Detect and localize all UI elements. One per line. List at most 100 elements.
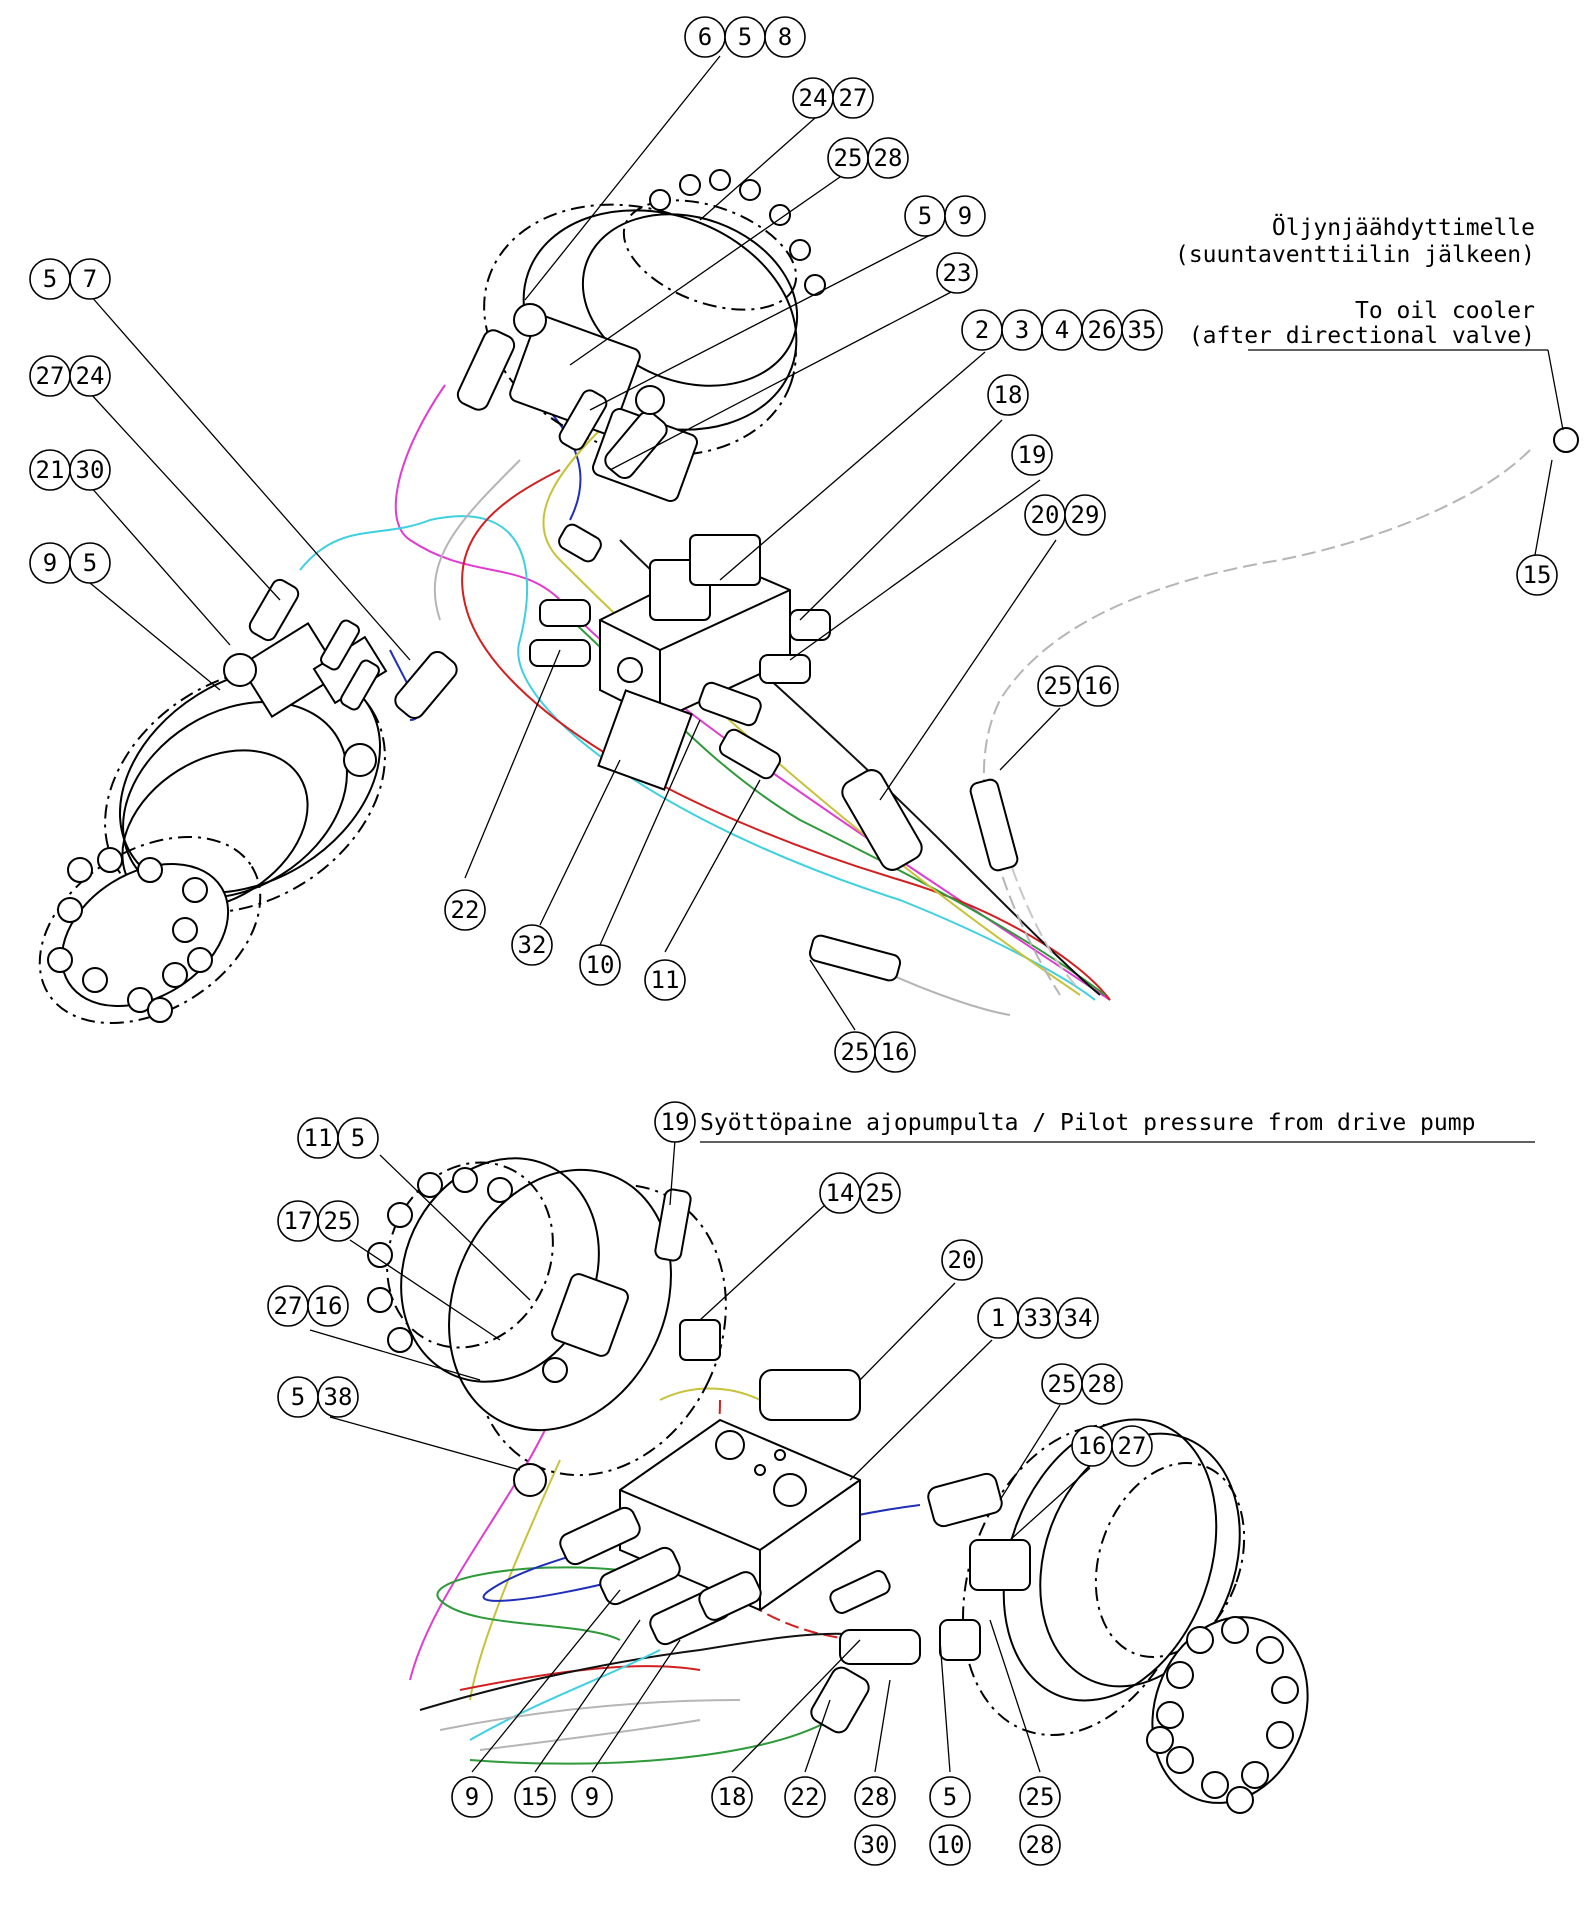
- balloon-number: 16: [314, 1292, 343, 1320]
- balloon-circle: [929, 1824, 971, 1866]
- balloon-number: 5: [83, 549, 97, 577]
- studs-upper: [649, 169, 826, 296]
- balloon-number: 25: [834, 144, 863, 172]
- balloon-number: 5: [918, 202, 932, 230]
- balloon-circle: [317, 1376, 359, 1418]
- hose-gray-bottom: [439, 1699, 741, 1751]
- balloon-circle: [69, 258, 111, 300]
- balloon-number: 25: [866, 1179, 895, 1207]
- hose-cyan-top: [299, 515, 1096, 1001]
- balloons_bottom-balloon-group: 5: [929, 1776, 971, 1818]
- motor-right-bottom: [810, 1418, 1309, 1814]
- balloons_bottom-balloon-group: 10: [929, 1824, 971, 1866]
- balloon-number: 25: [841, 1038, 870, 1066]
- balloon-number: 20: [948, 1246, 977, 1274]
- balloon-number: 29: [1071, 501, 1100, 529]
- balloons_bottom-balloon-group: 18: [711, 1776, 753, 1818]
- balloon-number: 30: [861, 1831, 890, 1859]
- balloon-circle: [854, 1776, 896, 1818]
- balloon-circle: [654, 1101, 696, 1143]
- balloon-number: 17: [284, 1207, 313, 1235]
- balloon-circle: [987, 374, 1029, 416]
- balloon-circle: [874, 1031, 916, 1073]
- balloon-number: 19: [1018, 441, 1047, 469]
- note-pilot-pressure: Syöttöpaine ajopumpulta / Pilot pressure…: [700, 1110, 1475, 1136]
- balloon-circle: [941, 1239, 983, 1281]
- balloon-number: 34: [1064, 1304, 1093, 1332]
- balloon-number: 25: [324, 1207, 353, 1235]
- balloon-number: 5: [351, 1124, 365, 1152]
- balloon-circle: [867, 137, 909, 179]
- balloon-number: 15: [1523, 561, 1552, 589]
- balloon-number: 10: [586, 951, 615, 979]
- motor-left-bottom: [367, 1157, 727, 1497]
- motor-upper-top: [456, 169, 826, 503]
- balloon-number: 4: [1055, 316, 1069, 344]
- balloon-circle: [511, 924, 553, 966]
- wheel-nuts-right: [1146, 1616, 1299, 1814]
- note-cooler-en-1: To oil cooler: [1355, 298, 1535, 324]
- balloon-number: 15: [521, 1783, 550, 1811]
- balloon-number: 25: [1048, 1370, 1077, 1398]
- hose-cyan-bottom: [469, 1649, 661, 1741]
- balloon-circle: [936, 252, 978, 294]
- balloon-number: 11: [651, 966, 680, 994]
- studs-bottom-left: [367, 1167, 513, 1353]
- balloons_top-balloon-group: 18: [987, 374, 1029, 416]
- balloons_bottom-balloon-group: 20: [941, 1239, 983, 1281]
- balloon-circle: [444, 889, 486, 931]
- balloons_bottom-balloon-group: 28: [854, 1776, 896, 1818]
- balloon-number: 2: [975, 316, 989, 344]
- balloon-circle: [764, 16, 806, 58]
- balloon-number: 11: [304, 1124, 333, 1152]
- balloon-circle: [859, 1172, 901, 1214]
- valve-block-upper: [456, 303, 699, 503]
- valve-block-left: [223, 578, 458, 777]
- balloon-circle: [1019, 1824, 1061, 1866]
- balloon-circle: [929, 1776, 971, 1818]
- balloon-circle: [1064, 494, 1106, 536]
- note-cooler-en-2: (after directional valve): [1189, 323, 1535, 349]
- balloon-number: 28: [1026, 1831, 1055, 1859]
- valve-block-bottom: [559, 1369, 891, 1646]
- balloon-circle: [784, 1776, 826, 1818]
- notes: Öljynjäähdyttimelle (suuntaventtiilin jä…: [700, 213, 1535, 1136]
- hose-black-bottom: [419, 1632, 861, 1711]
- balloon-circle: [307, 1285, 349, 1327]
- balloons_top-balloon-group: 22: [444, 889, 486, 931]
- balloons_top-balloon-group: 32: [511, 924, 553, 966]
- balloon-number: 27: [274, 1292, 303, 1320]
- balloon-circle: [69, 355, 111, 397]
- balloon-number: 28: [861, 1783, 890, 1811]
- balloon-number: 5: [943, 1783, 957, 1811]
- balloon-circle: [514, 1776, 556, 1818]
- balloon-number: 22: [451, 896, 480, 924]
- balloons_bottom-balloon-group: 27 16: [267, 1285, 349, 1327]
- balloon-number: 3: [1015, 316, 1029, 344]
- balloon-number: 19: [661, 1108, 690, 1136]
- hoses-top: [299, 379, 1531, 1016]
- balloon-circle: [69, 449, 111, 491]
- balloon-circle: [832, 77, 874, 119]
- note-cooler-fi-1: Öljynjäähdyttimelle: [1272, 213, 1535, 241]
- balloon-number: 35: [1128, 316, 1157, 344]
- balloon-number: 9: [958, 202, 972, 230]
- balloon-circle: [1057, 1297, 1099, 1339]
- balloons_bottom-balloon-group: 19: [654, 1101, 696, 1143]
- balloon-number: 38: [324, 1383, 353, 1411]
- wheel-nuts-left: [47, 847, 213, 1023]
